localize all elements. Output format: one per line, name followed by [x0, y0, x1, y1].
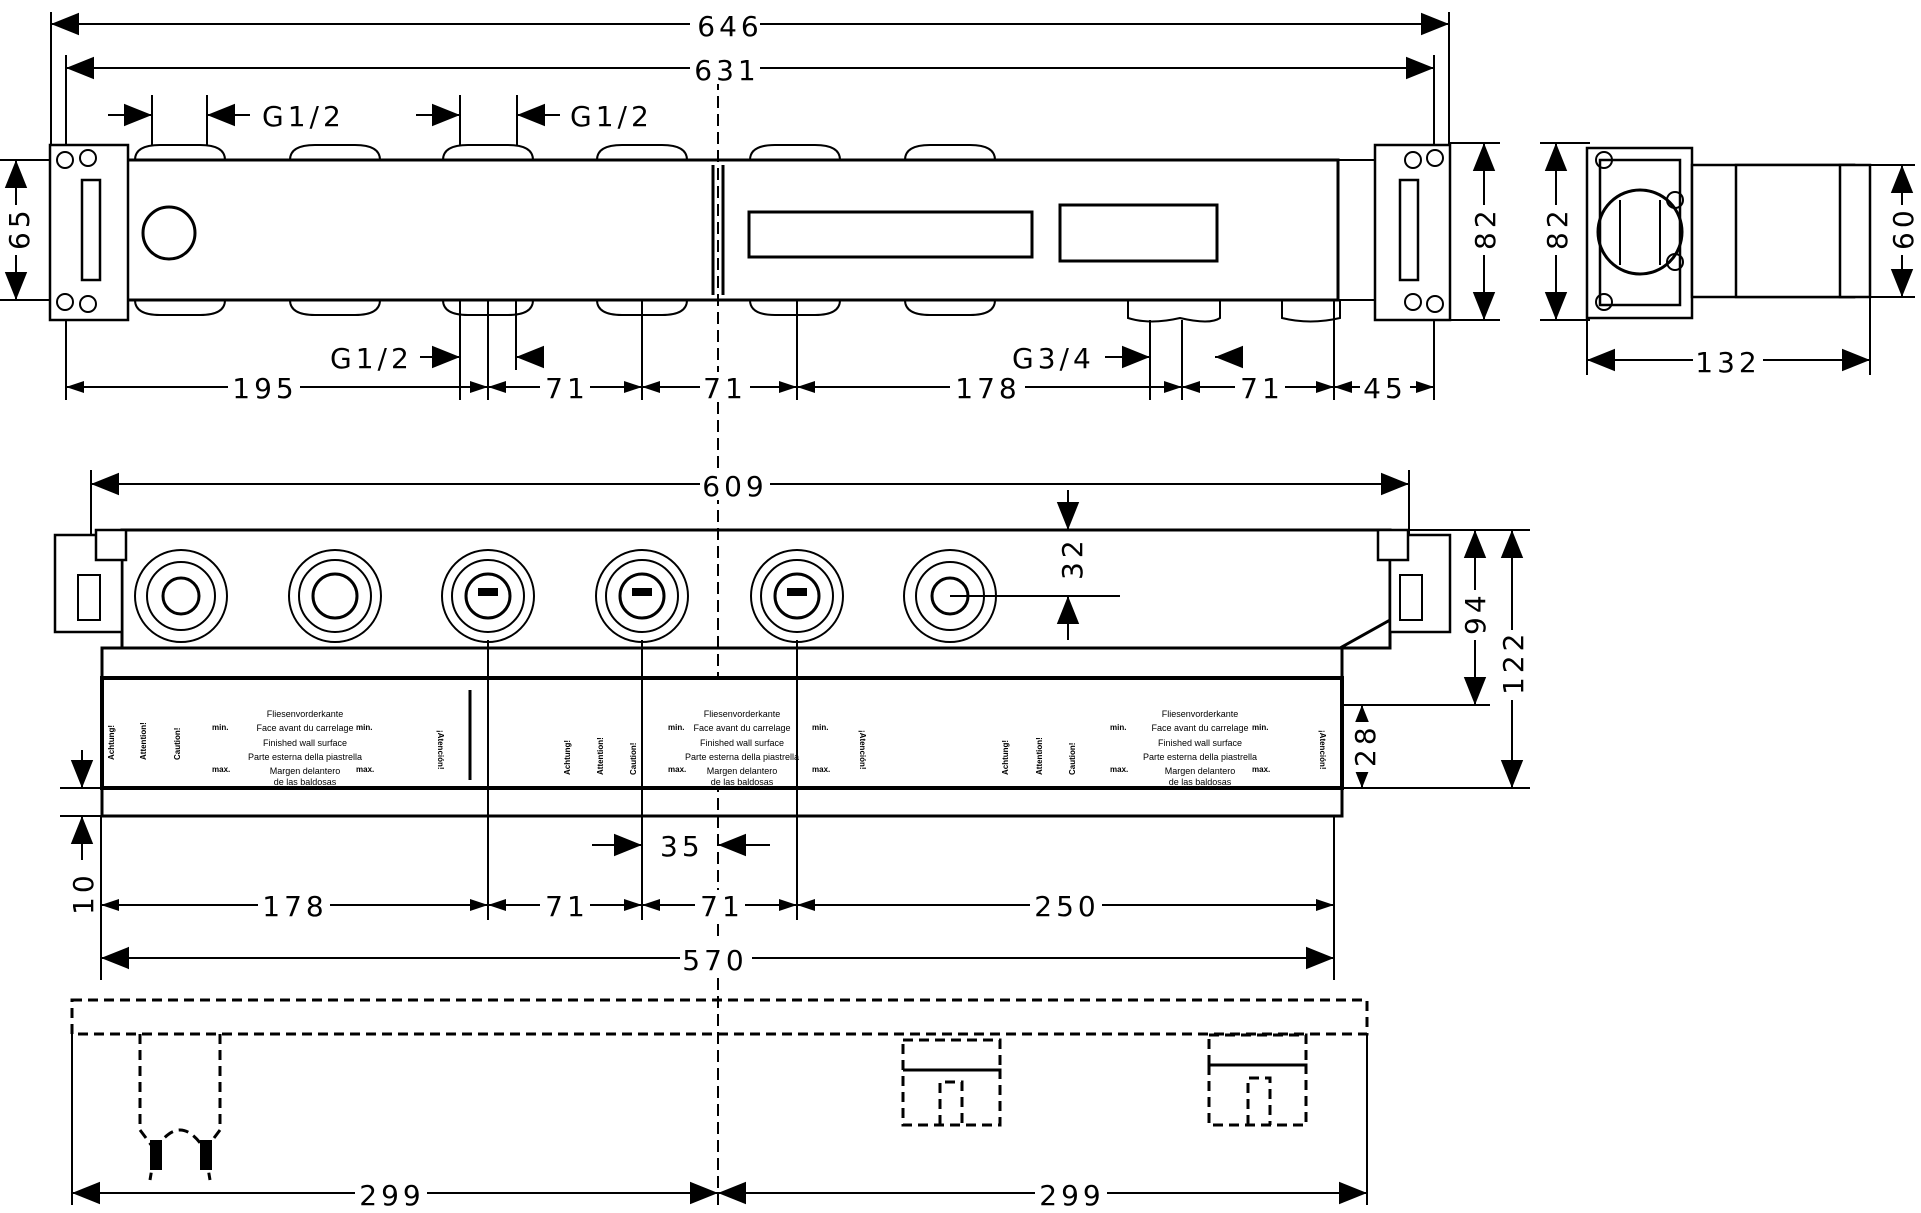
display-panel-2 — [1058, 203, 1219, 263]
dim-71-c: 71 — [1240, 372, 1284, 405]
svg-text:Fliesenvorderkante: Fliesenvorderkante — [1162, 709, 1239, 719]
dim-250: 250 — [1034, 890, 1099, 923]
svg-text:Attention!: Attention! — [1035, 737, 1044, 775]
svg-text:Achtung!: Achtung! — [1001, 740, 1010, 775]
dim-132: 132 — [1695, 346, 1760, 379]
svg-text:min.: min. — [212, 723, 228, 732]
thread-bottom: G1/2 — [330, 342, 413, 375]
svg-text:Finished wall surface: Finished wall surface — [700, 738, 784, 748]
dim-570: 570 — [682, 944, 747, 977]
side-view: 82 60 132 — [1540, 142, 1920, 379]
dim-35: 35 — [660, 830, 704, 863]
tile-label-1: Fliesenvorderkante Face avant du carrela… — [107, 709, 445, 787]
svg-text:max.: max. — [1252, 765, 1270, 774]
svg-text:Fliesenvorderkante: Fliesenvorderkante — [704, 709, 781, 719]
dim-178: 178 — [955, 372, 1020, 405]
dim-45: 45 — [1363, 372, 1407, 405]
tile-label-2: Fliesenvorderkante Face avant du carrela… — [563, 709, 867, 787]
dim-71-front-b: 71 — [700, 890, 744, 923]
outlet-3 — [441, 549, 535, 643]
svg-text:Face avant du carrelage: Face avant du carrelage — [1151, 723, 1248, 733]
dim-10: 10 — [67, 871, 100, 915]
svg-text:Parte esterna della piastrella: Parte esterna della piastrella — [248, 752, 362, 762]
front-view: 609 32 Fliesenvorderkante — [53, 468, 1530, 980]
outlet-5 — [750, 549, 844, 643]
svg-text:max.: max. — [812, 765, 830, 774]
svg-text:de las baldosas: de las baldosas — [711, 777, 774, 787]
thread-outlet: G3/4 — [1012, 342, 1095, 375]
svg-text:Achtung!: Achtung! — [563, 740, 572, 775]
svg-text:Caution!: Caution! — [173, 728, 182, 760]
dim-60: 60 — [1887, 206, 1920, 250]
dim-609: 609 — [702, 470, 767, 503]
dim-646: 646 — [697, 10, 762, 43]
outlet-1 — [134, 549, 228, 643]
dim-65: 65 — [3, 206, 36, 250]
svg-text:Parte esterna della piastrella: Parte esterna della piastrella — [1143, 752, 1257, 762]
svg-text:de las baldosas: de las baldosas — [1169, 777, 1232, 787]
dim-299-left: 299 — [359, 1179, 424, 1212]
dim-71-b: 71 — [703, 372, 747, 405]
thread-top-2: G1/2 — [570, 100, 653, 133]
svg-text:Finished wall surface: Finished wall surface — [263, 738, 347, 748]
svg-text:Finished wall surface: Finished wall surface — [1158, 738, 1242, 748]
bottom-view: 299 299 — [70, 998, 1369, 1212]
svg-text:Parte esterna della piastrella: Parte esterna della piastrella — [685, 752, 799, 762]
svg-text:Attention!: Attention! — [596, 737, 605, 775]
dim-82-side: 82 — [1541, 206, 1574, 250]
svg-text:max.: max. — [356, 765, 374, 774]
svg-text:min.: min. — [1110, 723, 1126, 732]
svg-text:¡Atención!: ¡Atención! — [436, 730, 445, 770]
svg-text:Caution!: Caution! — [1068, 743, 1077, 775]
control-knob — [141, 205, 197, 261]
dim-178-front: 178 — [262, 890, 327, 923]
dim-71-a: 71 — [545, 372, 589, 405]
dim-94: 94 — [1459, 591, 1492, 635]
tile-label-3: Fliesenvorderkante Face avant du carrela… — [1001, 709, 1327, 787]
outlet-4 — [595, 549, 689, 643]
svg-text:de las baldosas: de las baldosas — [274, 777, 337, 787]
svg-text:max.: max. — [1110, 765, 1128, 774]
dim-82-top: 82 — [1469, 206, 1502, 250]
svg-text:Face avant du carrelage: Face avant du carrelage — [256, 723, 353, 733]
svg-text:max.: max. — [668, 765, 686, 774]
dim-71-front-a: 71 — [545, 890, 589, 923]
svg-text:Attention!: Attention! — [139, 722, 148, 760]
svg-text:Fliesenvorderkante: Fliesenvorderkante — [267, 709, 344, 719]
svg-text:Margen delantero: Margen delantero — [1165, 766, 1236, 776]
outlet-2 — [288, 549, 382, 643]
dim-32: 32 — [1056, 536, 1089, 580]
thread-top-1: G1/2 — [262, 100, 345, 133]
svg-text:Achtung!: Achtung! — [107, 725, 116, 760]
svg-text:Caution!: Caution! — [629, 743, 638, 775]
top-view: 646 631 — [0, 8, 1502, 405]
svg-text:max.: max. — [212, 765, 230, 774]
display-panel-1 — [747, 210, 1034, 259]
svg-text:Face avant du carrelage: Face avant du carrelage — [693, 723, 790, 733]
dim-122: 122 — [1497, 630, 1530, 695]
svg-text:min.: min. — [668, 723, 684, 732]
svg-text:¡Atención!: ¡Atención! — [858, 730, 867, 770]
outlets — [134, 549, 997, 643]
dim-195: 195 — [232, 372, 297, 405]
svg-text:min.: min. — [356, 723, 372, 732]
svg-text:Margen delantero: Margen delantero — [270, 766, 341, 776]
svg-text:min.: min. — [1252, 723, 1268, 732]
svg-text:¡Atención!: ¡Atención! — [1318, 730, 1327, 770]
dim-299-right: 299 — [1039, 1179, 1104, 1212]
dim-28: 28 — [1349, 723, 1382, 767]
svg-text:Margen delantero: Margen delantero — [707, 766, 778, 776]
svg-text:min.: min. — [812, 723, 828, 732]
dim-631: 631 — [694, 54, 759, 87]
